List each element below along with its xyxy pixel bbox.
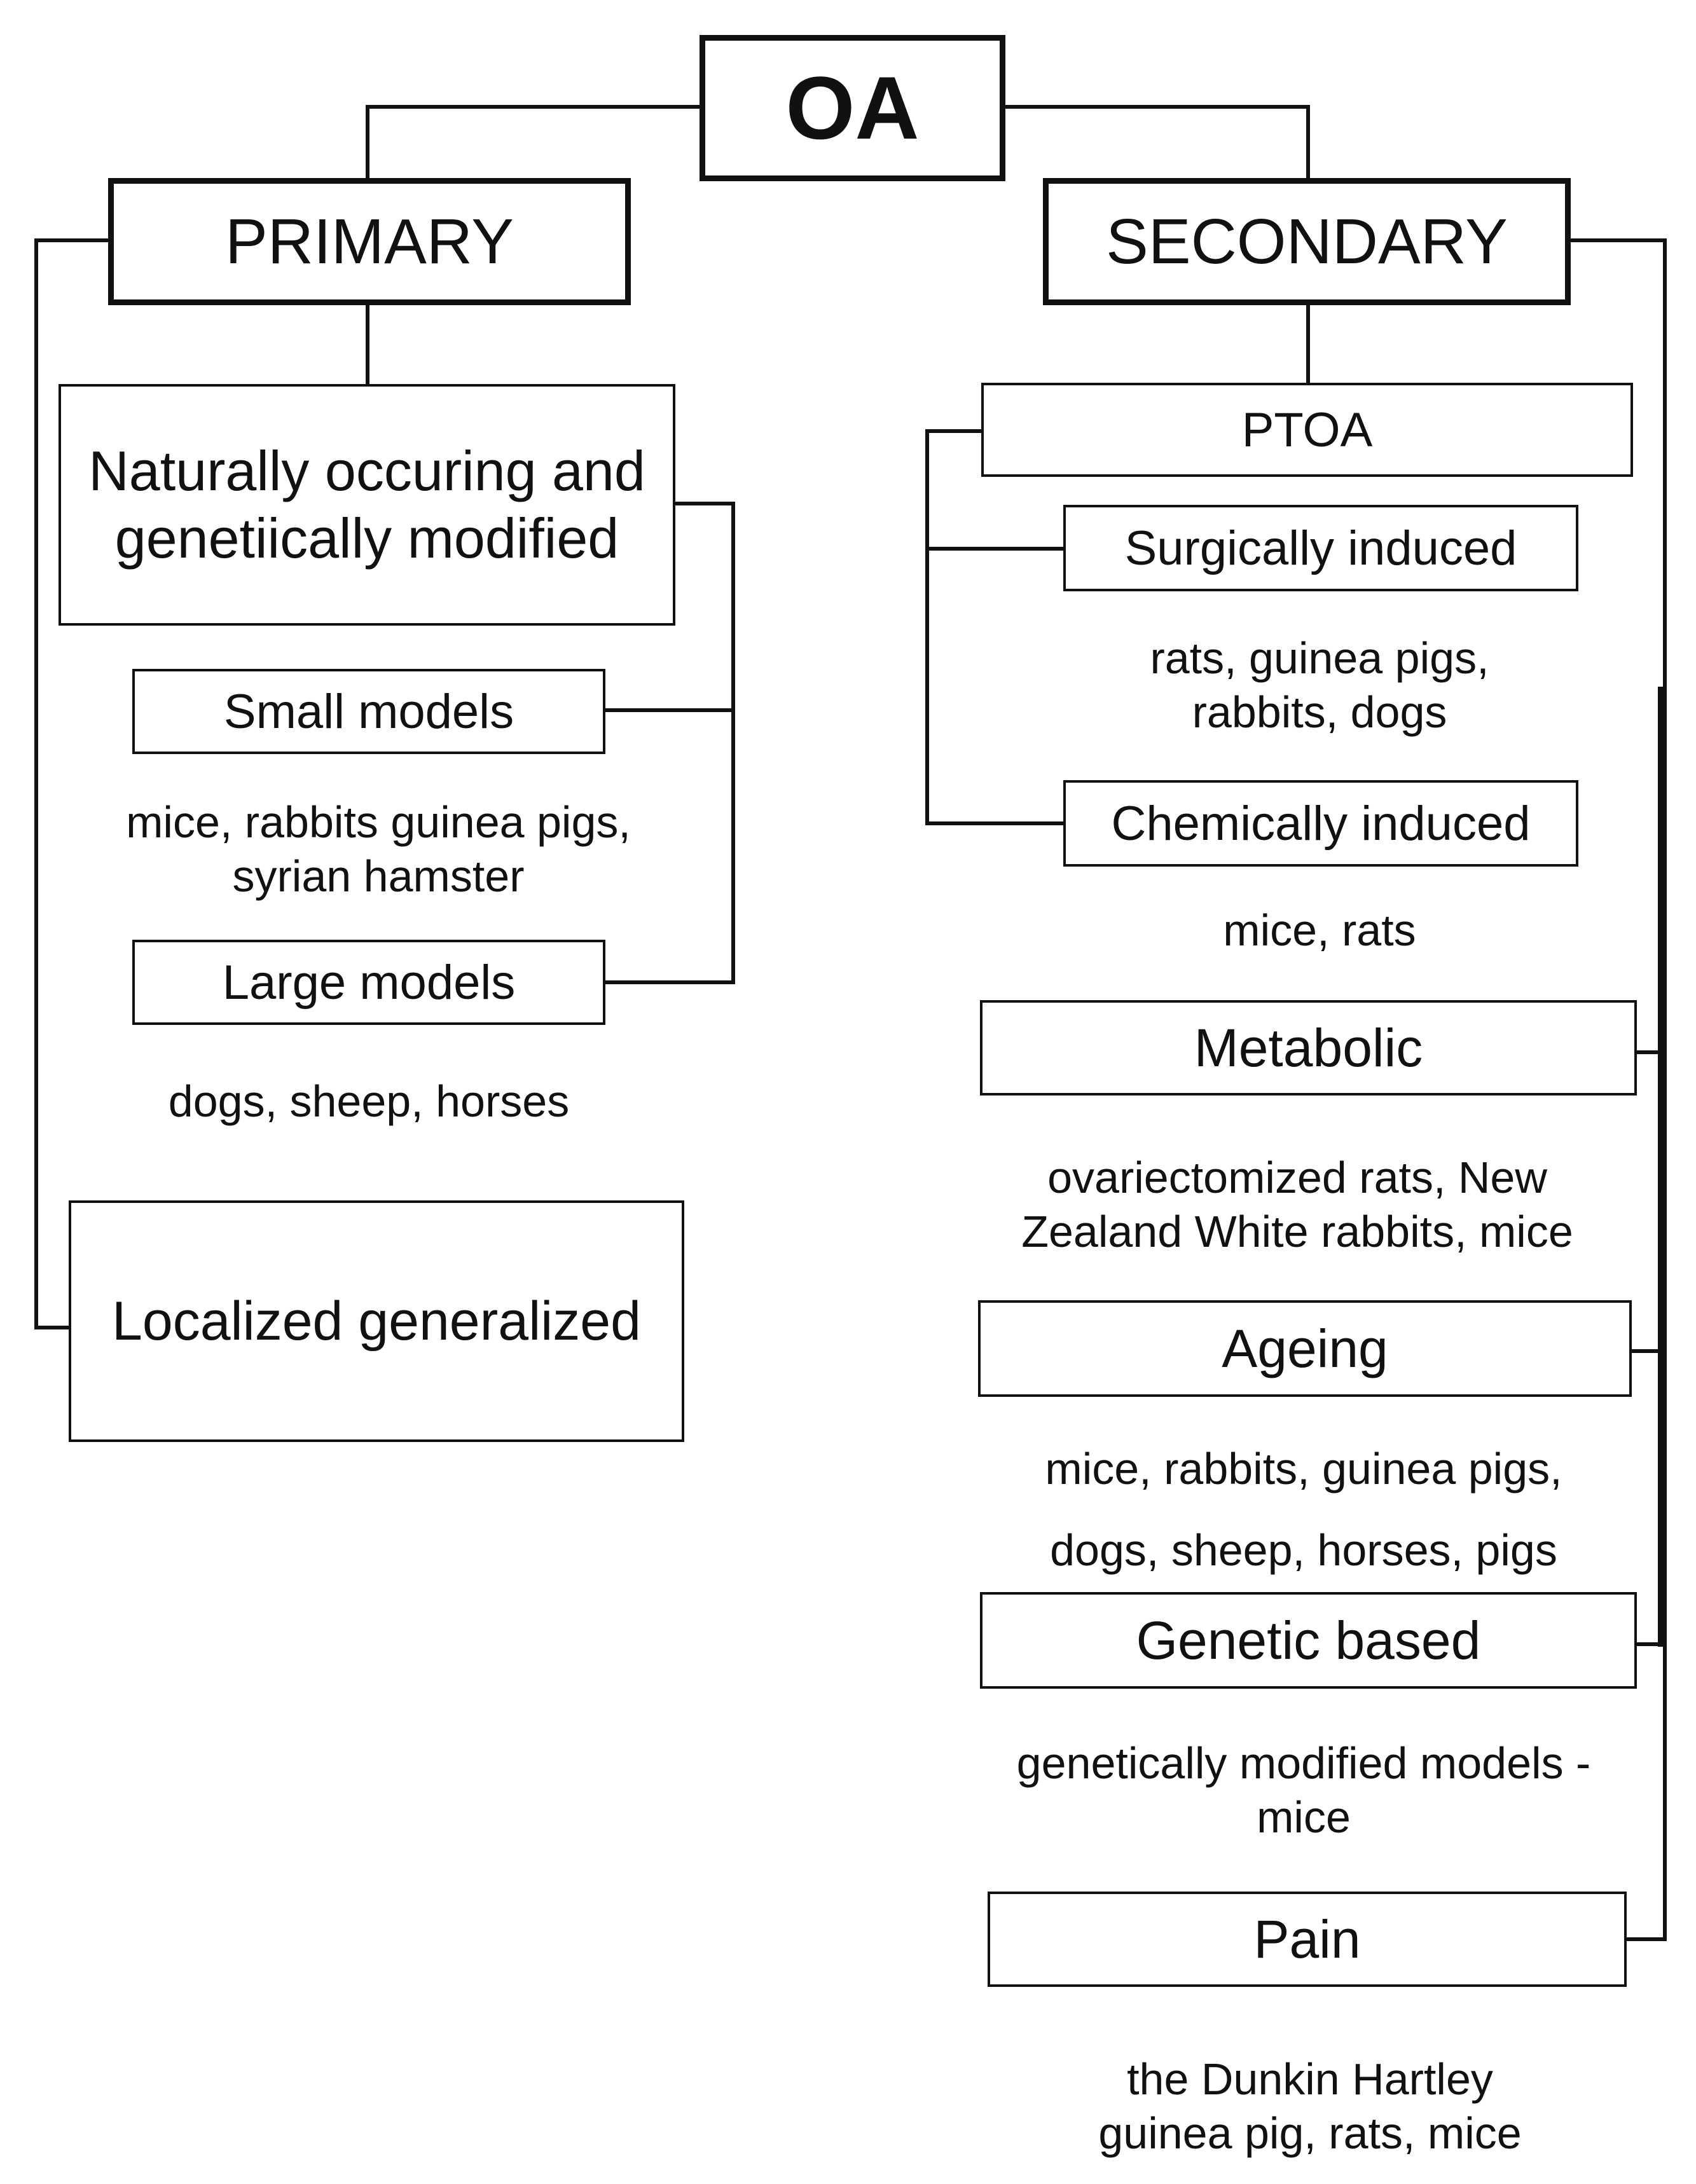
pain-label: Pain [1253, 1909, 1361, 1969]
localized-generalized-label: Localized generalized [112, 1290, 641, 1352]
metabolic-node: Metabolic [980, 1000, 1637, 1095]
ageing-species-1: mice, rabbits, guinea pigs, [1045, 1444, 1562, 1494]
ageing-node: Ageing [978, 1300, 1632, 1397]
metabolic-label: Metabolic [1194, 1017, 1423, 1078]
oa-root-node: OA [700, 35, 1005, 181]
genetic-based-species-2: mice [1257, 1792, 1351, 1842]
pain-species-2: guinea pig, rats, mice [1098, 2108, 1522, 2158]
secondary-label: SECONDARY [1106, 205, 1508, 277]
large-models-node: Large models [132, 940, 605, 1025]
localized-generalized-node: Localized generalized [69, 1200, 684, 1442]
secondary-node: SECONDARY [1043, 178, 1571, 305]
chemically-induced-species: mice, rats [1223, 905, 1416, 955]
large-models-species: dogs, sheep, horses [168, 1076, 570, 1126]
genetic-based-node: Genetic based [980, 1592, 1637, 1689]
surgically-induced-node: Surgically induced [1063, 505, 1578, 591]
surgically-induced-label: Surgically induced [1124, 521, 1517, 575]
large-models-label: Large models [222, 955, 516, 1010]
surgically-induced-species-2: rabbits, dogs [1192, 687, 1447, 737]
natural-genetic-node: Naturally occuring and genetiically modi… [59, 384, 675, 626]
ptoa-node: PTOA [981, 383, 1633, 477]
pain-node: Pain [988, 1892, 1627, 1987]
metabolic-species-1: ovariectomized rats, New [1047, 1153, 1547, 1202]
ageing-label: Ageing [1222, 1318, 1388, 1378]
small-models-node: Small models [132, 669, 605, 754]
primary-label: PRIMARY [225, 205, 514, 277]
genetic-based-label: Genetic based [1136, 1610, 1481, 1670]
genetic-based-species-1: genetically modified models - [1016, 1738, 1591, 1788]
primary-node: PRIMARY [108, 178, 631, 305]
chemically-induced-label: Chemically induced [1111, 796, 1531, 851]
surgically-induced-species-1: rats, guinea pigs, [1150, 633, 1489, 683]
oa-title: OA [785, 58, 920, 158]
natural-genetic-label: Naturally occuring and genetiically modi… [88, 439, 645, 570]
chemically-induced-node: Chemically induced [1063, 780, 1578, 867]
small-models-species-1: mice, rabbits guinea pigs, [126, 797, 631, 847]
pain-species-1: the Dunkin Hartley [1127, 2054, 1493, 2104]
ageing-species-2: dogs, sheep, horses, pigs [1050, 1525, 1557, 1575]
small-models-label: Small models [223, 684, 514, 739]
small-models-species-2: syrian hamster [232, 851, 525, 901]
ptoa-label: PTOA [1241, 402, 1373, 457]
metabolic-species-2: Zealand White rabbits, mice [1021, 1207, 1573, 1256]
